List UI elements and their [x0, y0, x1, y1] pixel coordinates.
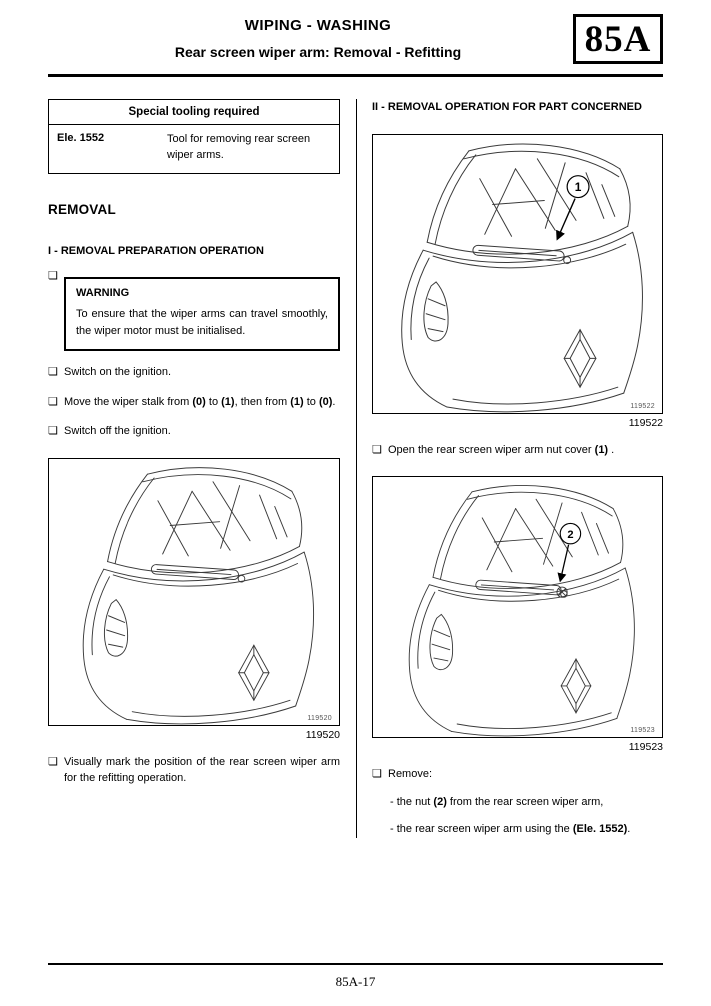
page-number: 85A-17	[335, 974, 376, 989]
checkbox-bullet-icon: ❏	[48, 425, 58, 438]
figure-frame: 119520	[48, 457, 340, 726]
removal-operation-heading: II - REMOVAL OPERATION FOR PART CONCERNE…	[372, 101, 642, 113]
special-tooling-table: Special tooling required Ele. 1552 Tool …	[48, 99, 340, 174]
checkbox-bullet-icon: ❏	[372, 768, 382, 780]
page-footer: 85A-17	[48, 963, 663, 990]
step-text: Move the wiper stalk from (0) to (1), th…	[64, 395, 336, 408]
figure-frame: 2 119523	[372, 476, 663, 738]
step-text: Remove:	[388, 768, 433, 780]
figure-119523: 2 119523 119523	[372, 476, 663, 753]
checkbox-bullet-icon: ❏	[372, 443, 382, 456]
page-header: WIPING - WASHING Rear screen wiper arm: …	[48, 12, 663, 68]
remove-sub-item: - the rear screen wiper arm using the (E…	[390, 823, 631, 835]
step-text: Switch on the ignition.	[64, 366, 172, 379]
table-row: Ele. 1552 Tool for removing rear screen …	[49, 125, 339, 173]
car-rear-wiper-illustration	[82, 467, 315, 725]
callout-number: 2	[567, 529, 573, 541]
content-columns: Special tooling required Ele. 1552 Tool …	[48, 99, 663, 838]
tooling-table-header: Special tooling required	[49, 100, 339, 125]
figure-caption: 119523	[628, 741, 663, 753]
step-item: ❏ Switch on the ignition.	[48, 364, 340, 381]
warning-box: WARNING To ensure that the wiper arms ca…	[64, 277, 340, 352]
removal-heading: REMOVAL	[48, 201, 116, 217]
checkbox-bullet-icon: ❏	[48, 366, 58, 379]
figure-119520: 119520 119520	[48, 457, 340, 741]
step-text: Visually mark the position of the rear s…	[64, 755, 340, 785]
left-column: Special tooling required Ele. 1552 Tool …	[48, 99, 340, 838]
step-item: ❏ Remove:	[372, 766, 663, 783]
checkbox-bullet-icon: ❏	[48, 395, 58, 408]
figure-inner-id: 119523	[630, 727, 655, 734]
figure-frame: 1 119522	[372, 133, 663, 414]
checkbox-bullet-icon: ❏	[48, 270, 58, 283]
header-titles: WIPING - WASHING Rear screen wiper arm: …	[78, 12, 558, 60]
prep-operation-heading: I - REMOVAL PREPARATION OPERATION	[48, 244, 264, 257]
tool-description: Tool for removing rear screen wiper arms…	[167, 133, 311, 161]
section-code-badge: 85A	[573, 14, 663, 64]
warning-step: ❏ WARNING To ensure that the wiper arms …	[48, 269, 340, 352]
checkbox-bullet-icon: ❏	[48, 755, 58, 768]
footer-divider	[48, 963, 663, 965]
page-title: WIPING - WASHING	[244, 17, 392, 34]
step-item: ❏ Visually mark the position of the rear…	[48, 754, 340, 787]
car-rear-wiper-illustration: 2	[408, 484, 635, 737]
column-divider	[356, 99, 357, 838]
figure-caption: 119522	[628, 416, 663, 429]
remove-sub-item: - the nut (2) from the rear screen wiper…	[390, 795, 604, 808]
page-subtitle: Rear screen wiper arm: Removal - Refitti…	[174, 44, 462, 60]
warning-title: WARNING	[76, 287, 130, 300]
step-text: Open the rear screen wiper arm nut cover…	[388, 443, 615, 456]
figure-caption: 119520	[305, 728, 340, 741]
figure-inner-id: 119522	[630, 402, 655, 410]
callout-number: 1	[575, 180, 582, 194]
tool-code: Ele. 1552	[57, 132, 105, 144]
step-item: ❏ Switch off the ignition.	[48, 423, 340, 440]
car-rear-wiper-illustration: 1	[401, 143, 643, 412]
step-text: Switch off the ignition.	[64, 425, 171, 438]
header-divider	[48, 74, 663, 77]
right-column: II - REMOVAL OPERATION FOR PART CONCERNE…	[372, 99, 663, 838]
step-item: ❏ Open the rear screen wiper arm nut cov…	[372, 442, 663, 459]
warning-body: To ensure that the wiper arms can travel…	[76, 308, 328, 337]
figure-119522: 1 119522 119522	[372, 133, 663, 429]
step-item: ❏ Move the wiper stalk from (0) to (1), …	[48, 394, 340, 411]
figure-inner-id: 119520	[307, 714, 332, 722]
